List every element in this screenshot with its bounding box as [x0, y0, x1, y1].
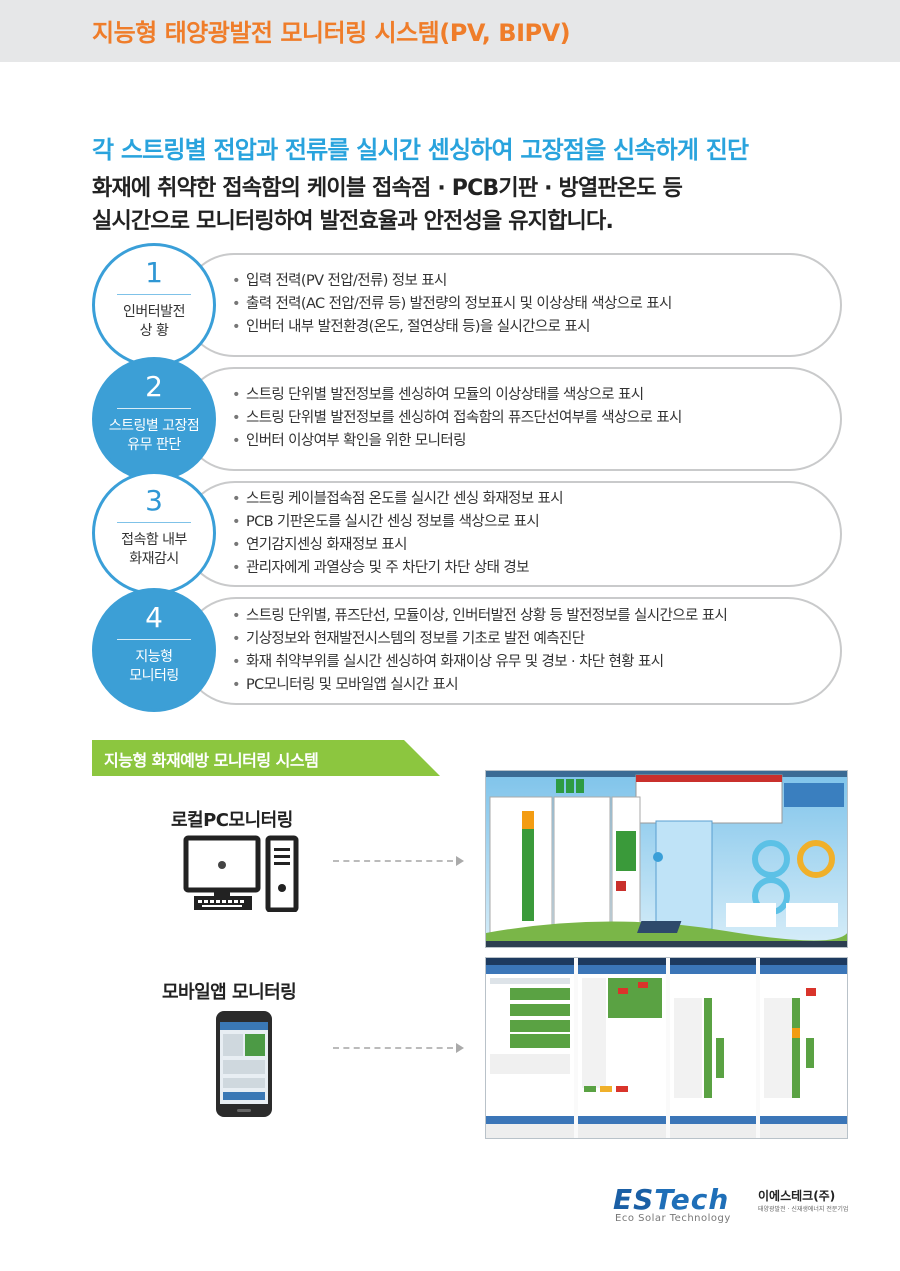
feature-circle-4: 4 지능형 모니터링 — [92, 588, 216, 712]
feature-number: 3 — [145, 484, 163, 517]
feature-circle-1: 1 인버터발전 상 황 — [92, 243, 216, 367]
bullet-item: 스트링 단위별 발전정보를 센싱하여 모듈의 이상상태를 색상으로 표시 — [232, 384, 682, 407]
feature-label: 스트링별 고장점 — [108, 418, 200, 434]
feature-number: 1 — [145, 256, 163, 289]
page-title: 지능형 태양광발전 모니터링 시스템(PV, BIPV) — [92, 19, 571, 47]
headline: 각 스트링별 전압과 전류를 실시간 센싱하여 고장점을 신속하게 진단 — [92, 136, 749, 164]
smartphone-icon — [216, 1011, 272, 1117]
feature-bullets: 입력 전력(PV 전압/전류) 정보 표시 출력 전력(AC 전압/전류 등) … — [232, 270, 672, 339]
feature-bullets: 스트링 단위별 발전정보를 센싱하여 모듈의 이상상태를 색상으로 표시 스트링… — [232, 384, 682, 453]
brand-tagline: Eco Solar Technology — [615, 1213, 731, 1224]
company-subtitle: 태양광발전 · 신재생에너지 전문기업 — [758, 1206, 849, 1213]
brand-logo: ESTech — [613, 1183, 730, 1216]
divider — [117, 639, 191, 640]
desktop-pc-icon — [183, 835, 299, 912]
arrow-right-icon — [456, 1043, 464, 1053]
feature-row-4: 4 지능형 모니터링 스트링 단위별, 퓨즈단선, 모듈이상, 인버터발전 상황… — [92, 588, 842, 712]
arrow-right-icon — [456, 856, 464, 866]
bullet-item: 스트링 단위별, 퓨즈단선, 모듈이상, 인버터발전 상황 등 발전정보를 실시… — [232, 605, 728, 628]
bullet-item: 화재 취약부위를 실시간 센싱하여 화재이상 유무 및 경보 · 차단 현황 표… — [232, 651, 727, 674]
subline-2: 실시간으로 모니터링하여 발전효율과 안전성을 유지합니다. — [92, 209, 614, 234]
top-bar: 지능형 태양광발전 모니터링 시스템(PV, BIPV) — [0, 0, 900, 62]
bullet-item: 기상정보와 현재발전시스템의 정보를 기초로 발전 예측진단 — [232, 628, 727, 651]
bullet-item: PC모니터링 및 모바일앱 실시간 표시 — [232, 674, 727, 697]
bullet-item: 입력 전력(PV 전압/전류) 정보 표시 — [232, 270, 672, 293]
subline-1: 화재에 취약한 접속함의 케이블 접속점 · PCB기판 · 방열판온도 등 — [92, 176, 683, 201]
bullet-item: 출력 전력(AC 전압/전류 등) 발전량의 정보표시 및 이상상태 색상으로 … — [232, 293, 672, 316]
feature-row-3: 3 접속함 내부 화재감시 스트링 케이블접속점 온도를 실시간 센싱 화재정보… — [92, 471, 842, 595]
feature-number: 4 — [145, 601, 163, 634]
local-pc-label: 로컬PC모니터링 — [171, 810, 293, 831]
bullet-item: PCB 기판온도를 실시간 센싱 정보를 색상으로 표시 — [232, 511, 563, 534]
feature-number: 2 — [145, 370, 163, 403]
bullet-item: 관리자에게 과열상승 및 주 차단기 차단 상태 경보 — [232, 557, 563, 580]
feature-label: 인버터발전 — [123, 304, 185, 320]
company-name: 이에스테크(주) — [758, 1189, 836, 1203]
mobile-label: 모바일앱 모니터링 — [162, 982, 297, 1003]
feature-label: 상 황 — [139, 323, 169, 339]
feature-circle-3: 3 접속함 내부 화재감시 — [92, 471, 216, 595]
feature-row-1: 1 인버터발전 상 황 입력 전력(PV 전압/전류) 정보 표시 출력 전력(… — [92, 243, 842, 367]
feature-label: 접속함 내부 — [121, 532, 187, 548]
divider — [117, 522, 191, 523]
bullet-item: 스트링 케이블접속점 온도를 실시간 센싱 화재정보 표시 — [232, 488, 564, 511]
bullet-item: 인버터 내부 발전환경(온도, 절연상태 등)을 실시간으로 표시 — [232, 316, 672, 339]
feature-label: 유무 판단 — [127, 437, 181, 453]
feature-label: 모니터링 — [129, 668, 179, 684]
bullet-item: 연기감지센싱 화재정보 표시 — [232, 534, 563, 557]
mobile-app-screenshots — [485, 957, 848, 1139]
bullet-item: 인버터 이상여부 확인을 위한 모니터링 — [232, 430, 682, 453]
pc-monitor-screenshot — [485, 770, 848, 948]
divider — [117, 408, 191, 409]
feature-row-2: 2 스트링별 고장점 유무 판단 스트링 단위별 발전정보를 센싱하여 모듈의 … — [92, 357, 842, 481]
divider — [117, 294, 191, 295]
feature-bullets: 스트링 단위별, 퓨즈단선, 모듈이상, 인버터발전 상황 등 발전정보를 실시… — [232, 605, 728, 697]
feature-label: 화재감시 — [129, 551, 179, 567]
feature-label: 지능형 — [135, 649, 173, 665]
connector-line — [333, 1047, 453, 1049]
feature-bullets: 스트링 케이블접속점 온도를 실시간 센싱 화재정보 표시 PCB 기판온도를 … — [232, 488, 564, 580]
bullet-item: 스트링 단위별 발전정보를 센싱하여 접속함의 퓨즈단선여부를 색상으로 표시 — [232, 407, 682, 430]
connector-line — [333, 860, 453, 862]
feature-circle-2: 2 스트링별 고장점 유무 판단 — [92, 357, 216, 481]
section-banner: 지능형 화재예방 모니터링 시스템 — [92, 740, 440, 776]
banner-text: 지능형 화재예방 모니터링 시스템 — [104, 751, 319, 770]
